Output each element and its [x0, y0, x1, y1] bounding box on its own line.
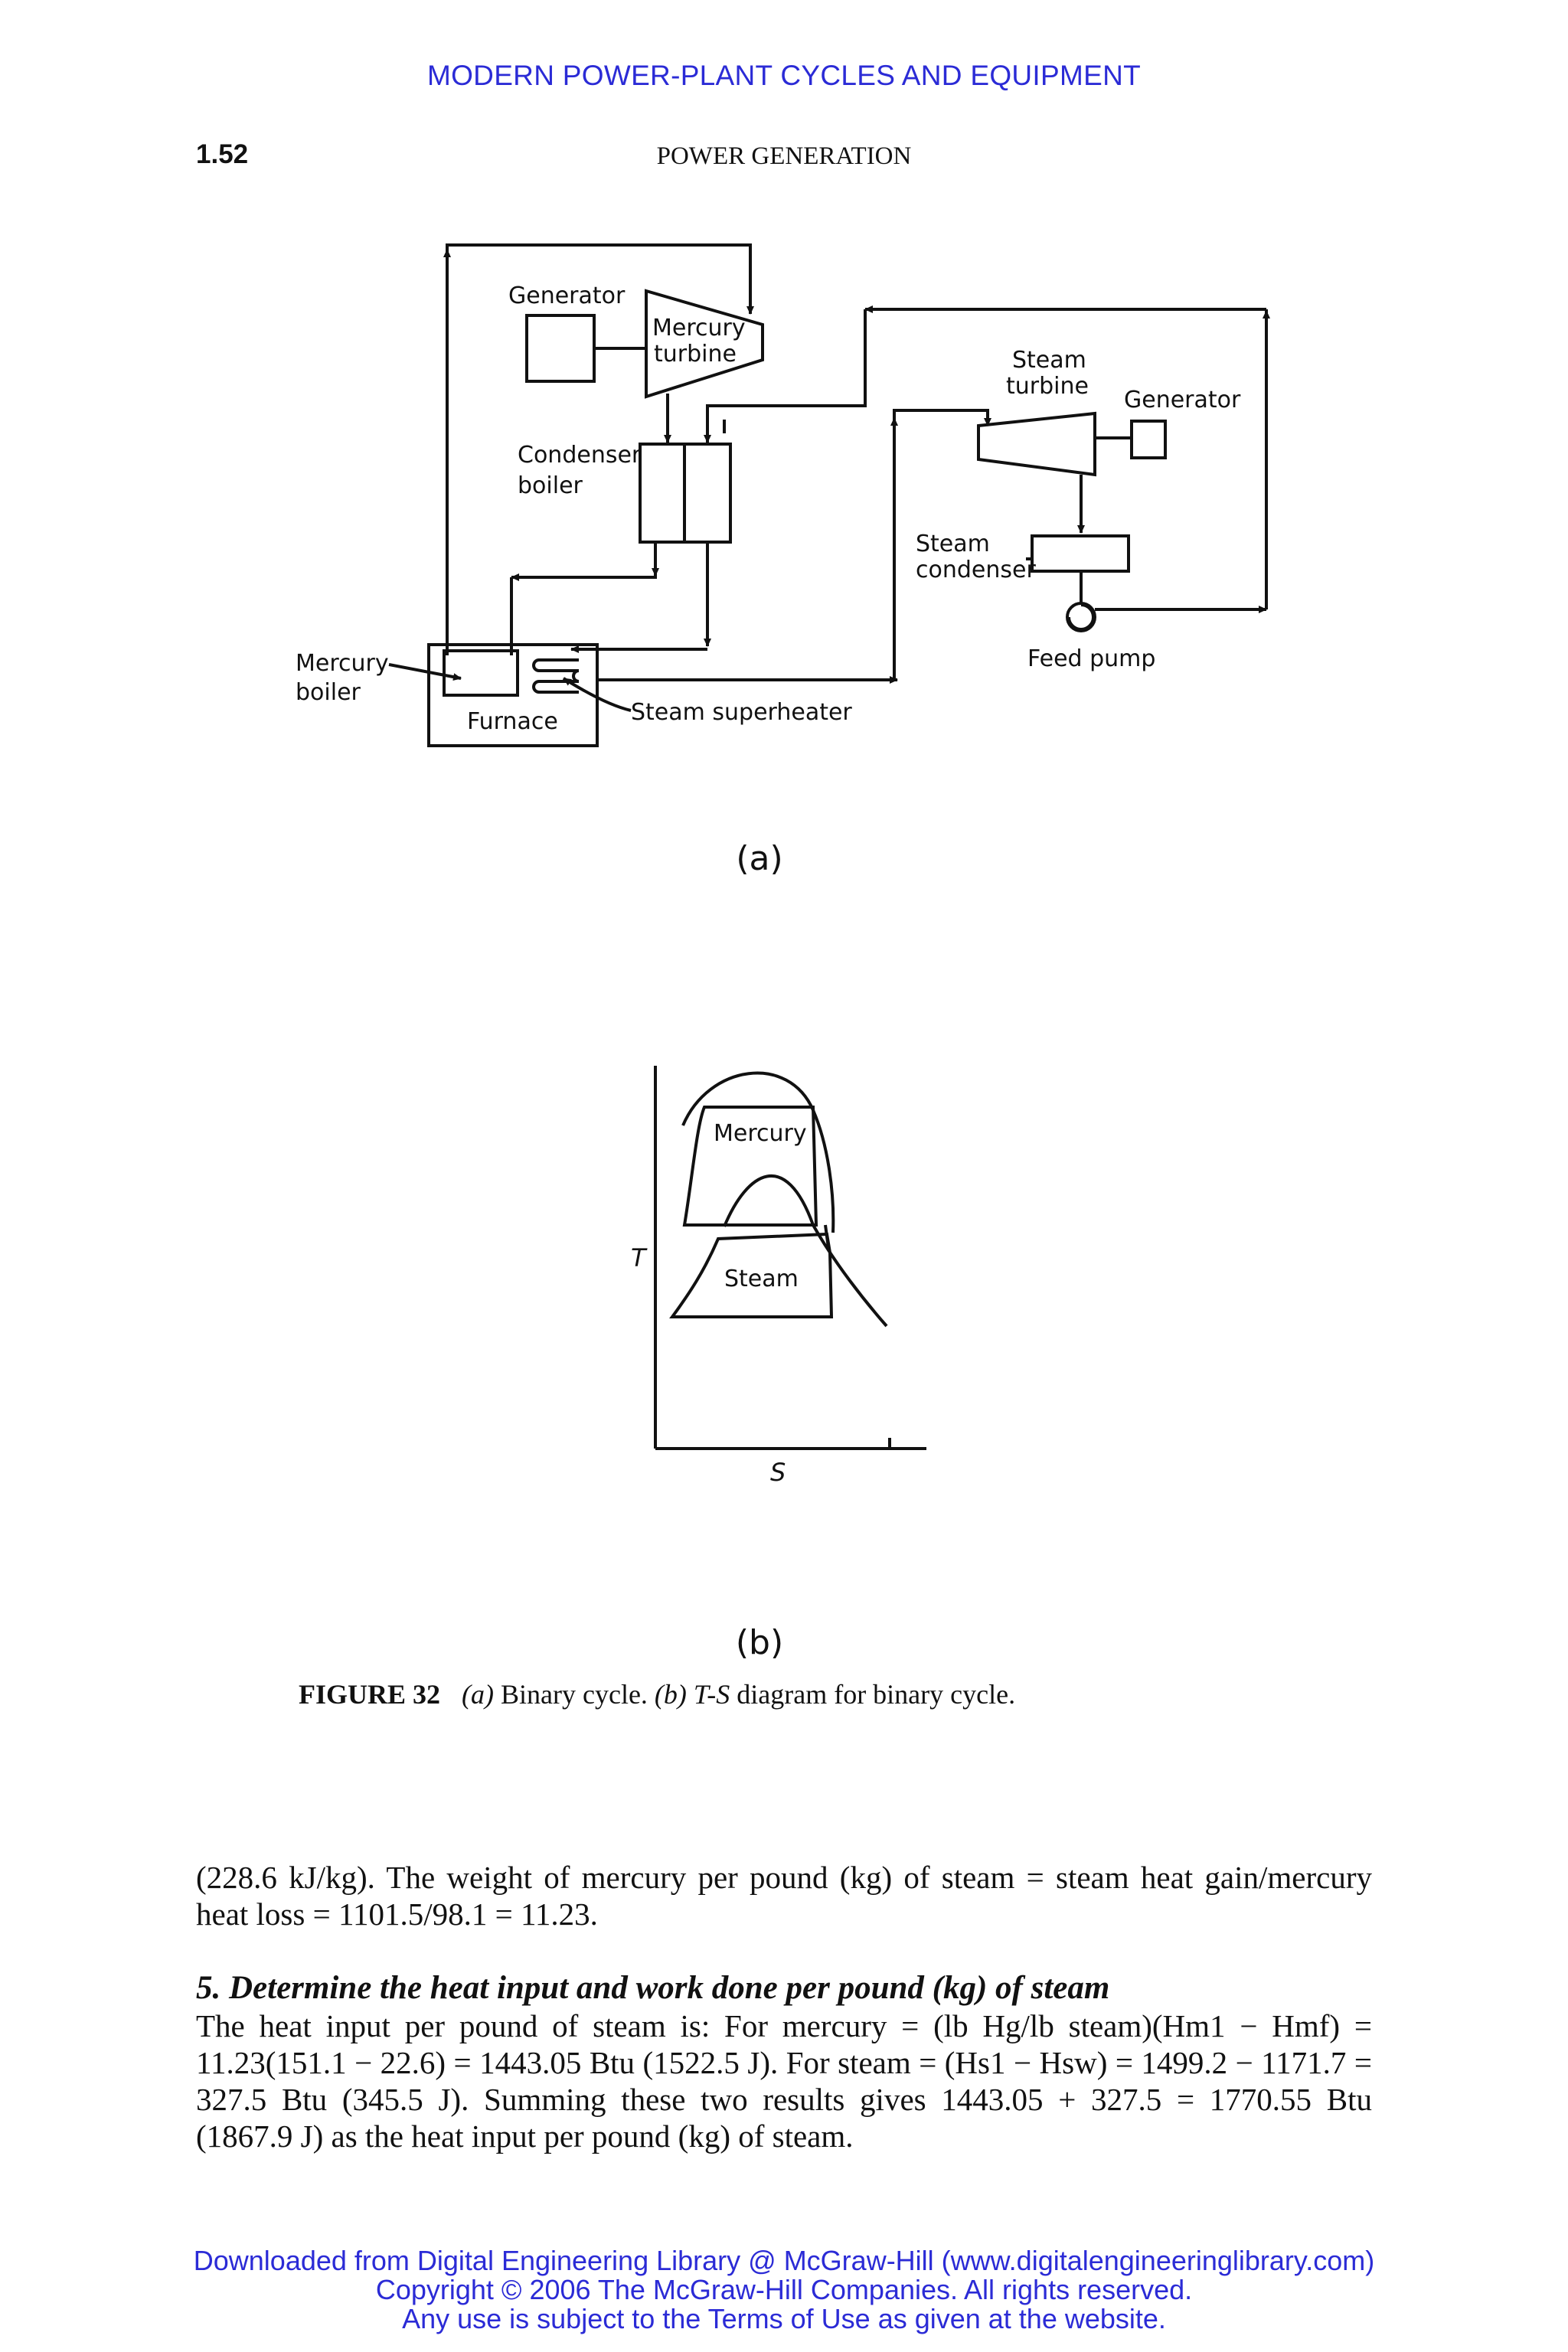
steam-condenser: [1031, 534, 1130, 573]
label-condenser-boiler-2: boiler: [518, 472, 583, 499]
label-steam-turbine-2: turbine: [1006, 373, 1089, 400]
label-steam-region: Steam: [724, 1266, 799, 1292]
caption-ts: T-S: [686, 1679, 730, 1710]
figure-b-labels: Mercury Steam T S: [631, 1120, 807, 1487]
figure-number: FIGURE 32: [299, 1679, 441, 1710]
label-steam-condenser-2: condenser: [916, 557, 1036, 583]
label-t-axis: T: [631, 1243, 648, 1272]
steam-superheater-coil: [532, 658, 580, 694]
label-steam-condenser-1: Steam: [916, 531, 990, 557]
label-furnace: Furnace: [467, 708, 558, 735]
label-mercury-turbine-1: Mercury: [652, 315, 746, 341]
generator-right-box: [1130, 420, 1167, 459]
furnace: [427, 643, 599, 747]
step-heading: 5. Determine the heat input and work don…: [196, 1970, 1110, 2006]
caption-text-2: diagram for binary cycle.: [730, 1679, 1016, 1710]
generator-left-box: [525, 314, 596, 383]
label-s-axis: S: [770, 1458, 786, 1487]
footer-line-2: Copyright © 2006 The McGraw-Hill Compani…: [375, 2274, 1193, 2305]
figure-32: Generator Mercury turbine Condenser boil…: [296, 243, 1270, 1662]
footer-line-3: Any use is subject to the Terms of Use a…: [402, 2303, 1166, 2334]
ts-diagram: [654, 1066, 926, 1450]
label-generator-right: Generator: [1124, 387, 1241, 413]
label-mercury-turbine-2: turbine: [654, 341, 737, 368]
figure-b-sublabel: (b): [736, 1623, 783, 1662]
label-mercury-boiler-1: Mercury: [296, 650, 389, 677]
mercury-turbine: [645, 289, 764, 399]
running-head: MODERN POWER-PLANT CYCLES AND EQUIPMENT: [426, 60, 1142, 91]
caption-b: (b): [654, 1679, 687, 1710]
paragraph-1: (228.6 kJ/kg). The weight of mercury per…: [196, 1860, 1372, 1932]
label-mercury-region: Mercury: [714, 1120, 807, 1147]
label-steam-superheater: Steam superheater: [631, 699, 852, 726]
mercury-dome: [681, 1071, 835, 1233]
figure-a-labels: Generator Mercury turbine Condenser boil…: [296, 283, 1241, 735]
mercury-boiler-box: [443, 649, 519, 697]
footer-line-1[interactable]: Downloaded from Digital Engineering Libr…: [193, 2245, 1375, 2276]
figure-a-sublabel: (a): [736, 839, 782, 878]
figure-caption: FIGURE 32 (a) Binary cycle. (b) T-S diagr…: [299, 1678, 1015, 1710]
label-mercury-boiler-2: boiler: [296, 679, 361, 706]
steam-dome: [723, 1174, 888, 1328]
mercury-cycle: [682, 1106, 818, 1227]
caption-text-1: Binary cycle.: [494, 1679, 655, 1710]
caption-a: (a): [462, 1679, 494, 1710]
section-head: POWER GENERATION: [656, 142, 912, 170]
label-condenser-boiler-1: Condenser: [518, 442, 642, 469]
paragraph-2: The heat input per pound of steam is: Fo…: [196, 2008, 1372, 2154]
page-number: 1.52: [196, 139, 249, 169]
label-generator-left: Generator: [508, 283, 626, 309]
binary-cycle-schematic: [388, 243, 1270, 747]
mercury-vapor-line: [446, 243, 754, 655]
label-steam-turbine-1: Steam: [1012, 347, 1086, 374]
label-feed-pump: Feed pump: [1027, 645, 1155, 672]
steam-turbine: [977, 411, 1096, 477]
